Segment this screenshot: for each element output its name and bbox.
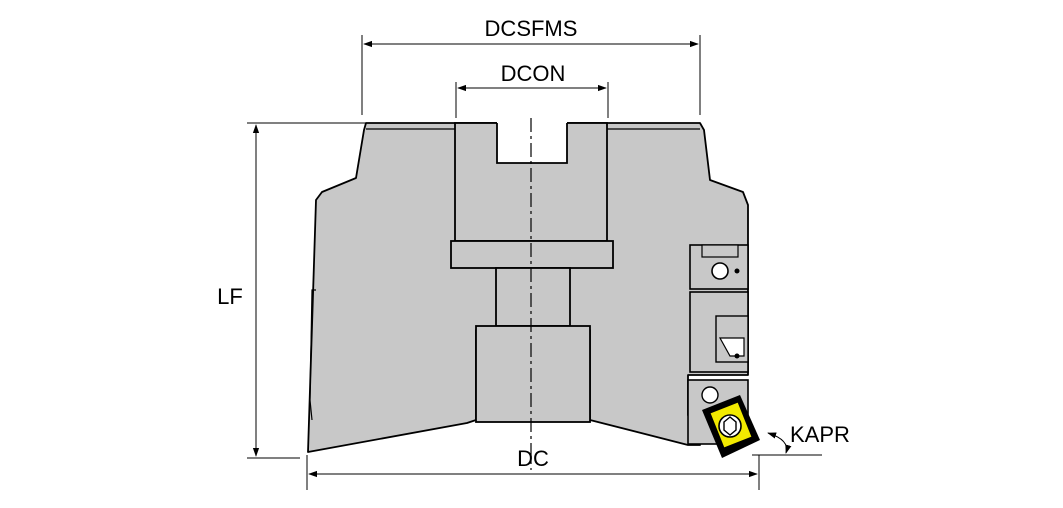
- dim-lf: [247, 122, 366, 459]
- seat-screw-hole: [701, 386, 719, 404]
- shoulder-ring: [450, 240, 614, 269]
- left-relief: [309, 289, 316, 421]
- lower-counterbore: [475, 325, 591, 423]
- label-dcsfms: DCSFMS: [485, 16, 578, 41]
- dim-kapr: [752, 432, 822, 456]
- dim-dcon: [455, 82, 609, 118]
- wedge-clamp-cap: [701, 244, 739, 258]
- clamp-pin: [734, 268, 740, 274]
- label-dcon: DCON: [501, 61, 566, 86]
- dim-dcsfms: [361, 35, 701, 115]
- drive-slot-edge: [496, 123, 568, 164]
- dim-dc: [306, 455, 760, 490]
- drive-slot-cut: [497, 121, 567, 163]
- clamp-screw-hole: [711, 262, 729, 280]
- cutter-body: [307, 121, 749, 453]
- label-lf: LF: [217, 284, 243, 309]
- adjust-screw: [718, 337, 745, 357]
- bore-neck: [495, 267, 571, 327]
- insert-pocket: [687, 244, 760, 458]
- label-dc: DC: [517, 446, 549, 471]
- label-kapr: KAPR: [790, 422, 850, 447]
- adjust-pin: [734, 353, 740, 359]
- torx-icon: [723, 416, 737, 436]
